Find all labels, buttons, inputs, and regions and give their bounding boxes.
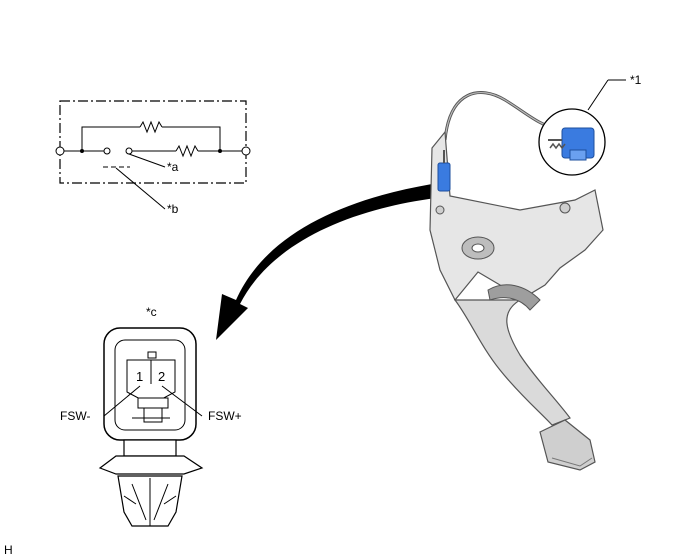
- switch-schematic: *a *b: [55, 100, 251, 216]
- connector-flange: [98, 455, 204, 475]
- connector-front-view: *c 1 2 FSW- FSW+: [60, 305, 242, 527]
- callout-c: *c: [146, 305, 157, 319]
- detail-zoom: *1: [538, 73, 642, 176]
- switch-contact-2: [125, 147, 133, 155]
- callout-1: *1: [630, 73, 642, 87]
- terminal-label-plus: FSW+: [208, 409, 242, 423]
- pedal-pad: [539, 419, 596, 471]
- switch-contact-1: [103, 147, 111, 155]
- callout-b: *b: [167, 202, 179, 216]
- pedal-arm: [453, 299, 571, 426]
- illustration-code: H: [4, 543, 13, 557]
- brake-pedal-assembly: [429, 91, 604, 471]
- terminal-right: [241, 146, 251, 156]
- terminal-left: [55, 146, 65, 156]
- terminal-label-minus: FSW-: [60, 409, 90, 423]
- callout-a: *a: [167, 160, 179, 174]
- stop-lamp-switch: [437, 162, 451, 192]
- resistor-bottom: [175, 144, 199, 158]
- direction-arrow: [216, 184, 436, 340]
- pin-1: 1: [136, 369, 143, 384]
- pin-2: 2: [158, 369, 165, 384]
- resistor-top: [139, 120, 163, 134]
- schematic-enclosure: [59, 100, 247, 184]
